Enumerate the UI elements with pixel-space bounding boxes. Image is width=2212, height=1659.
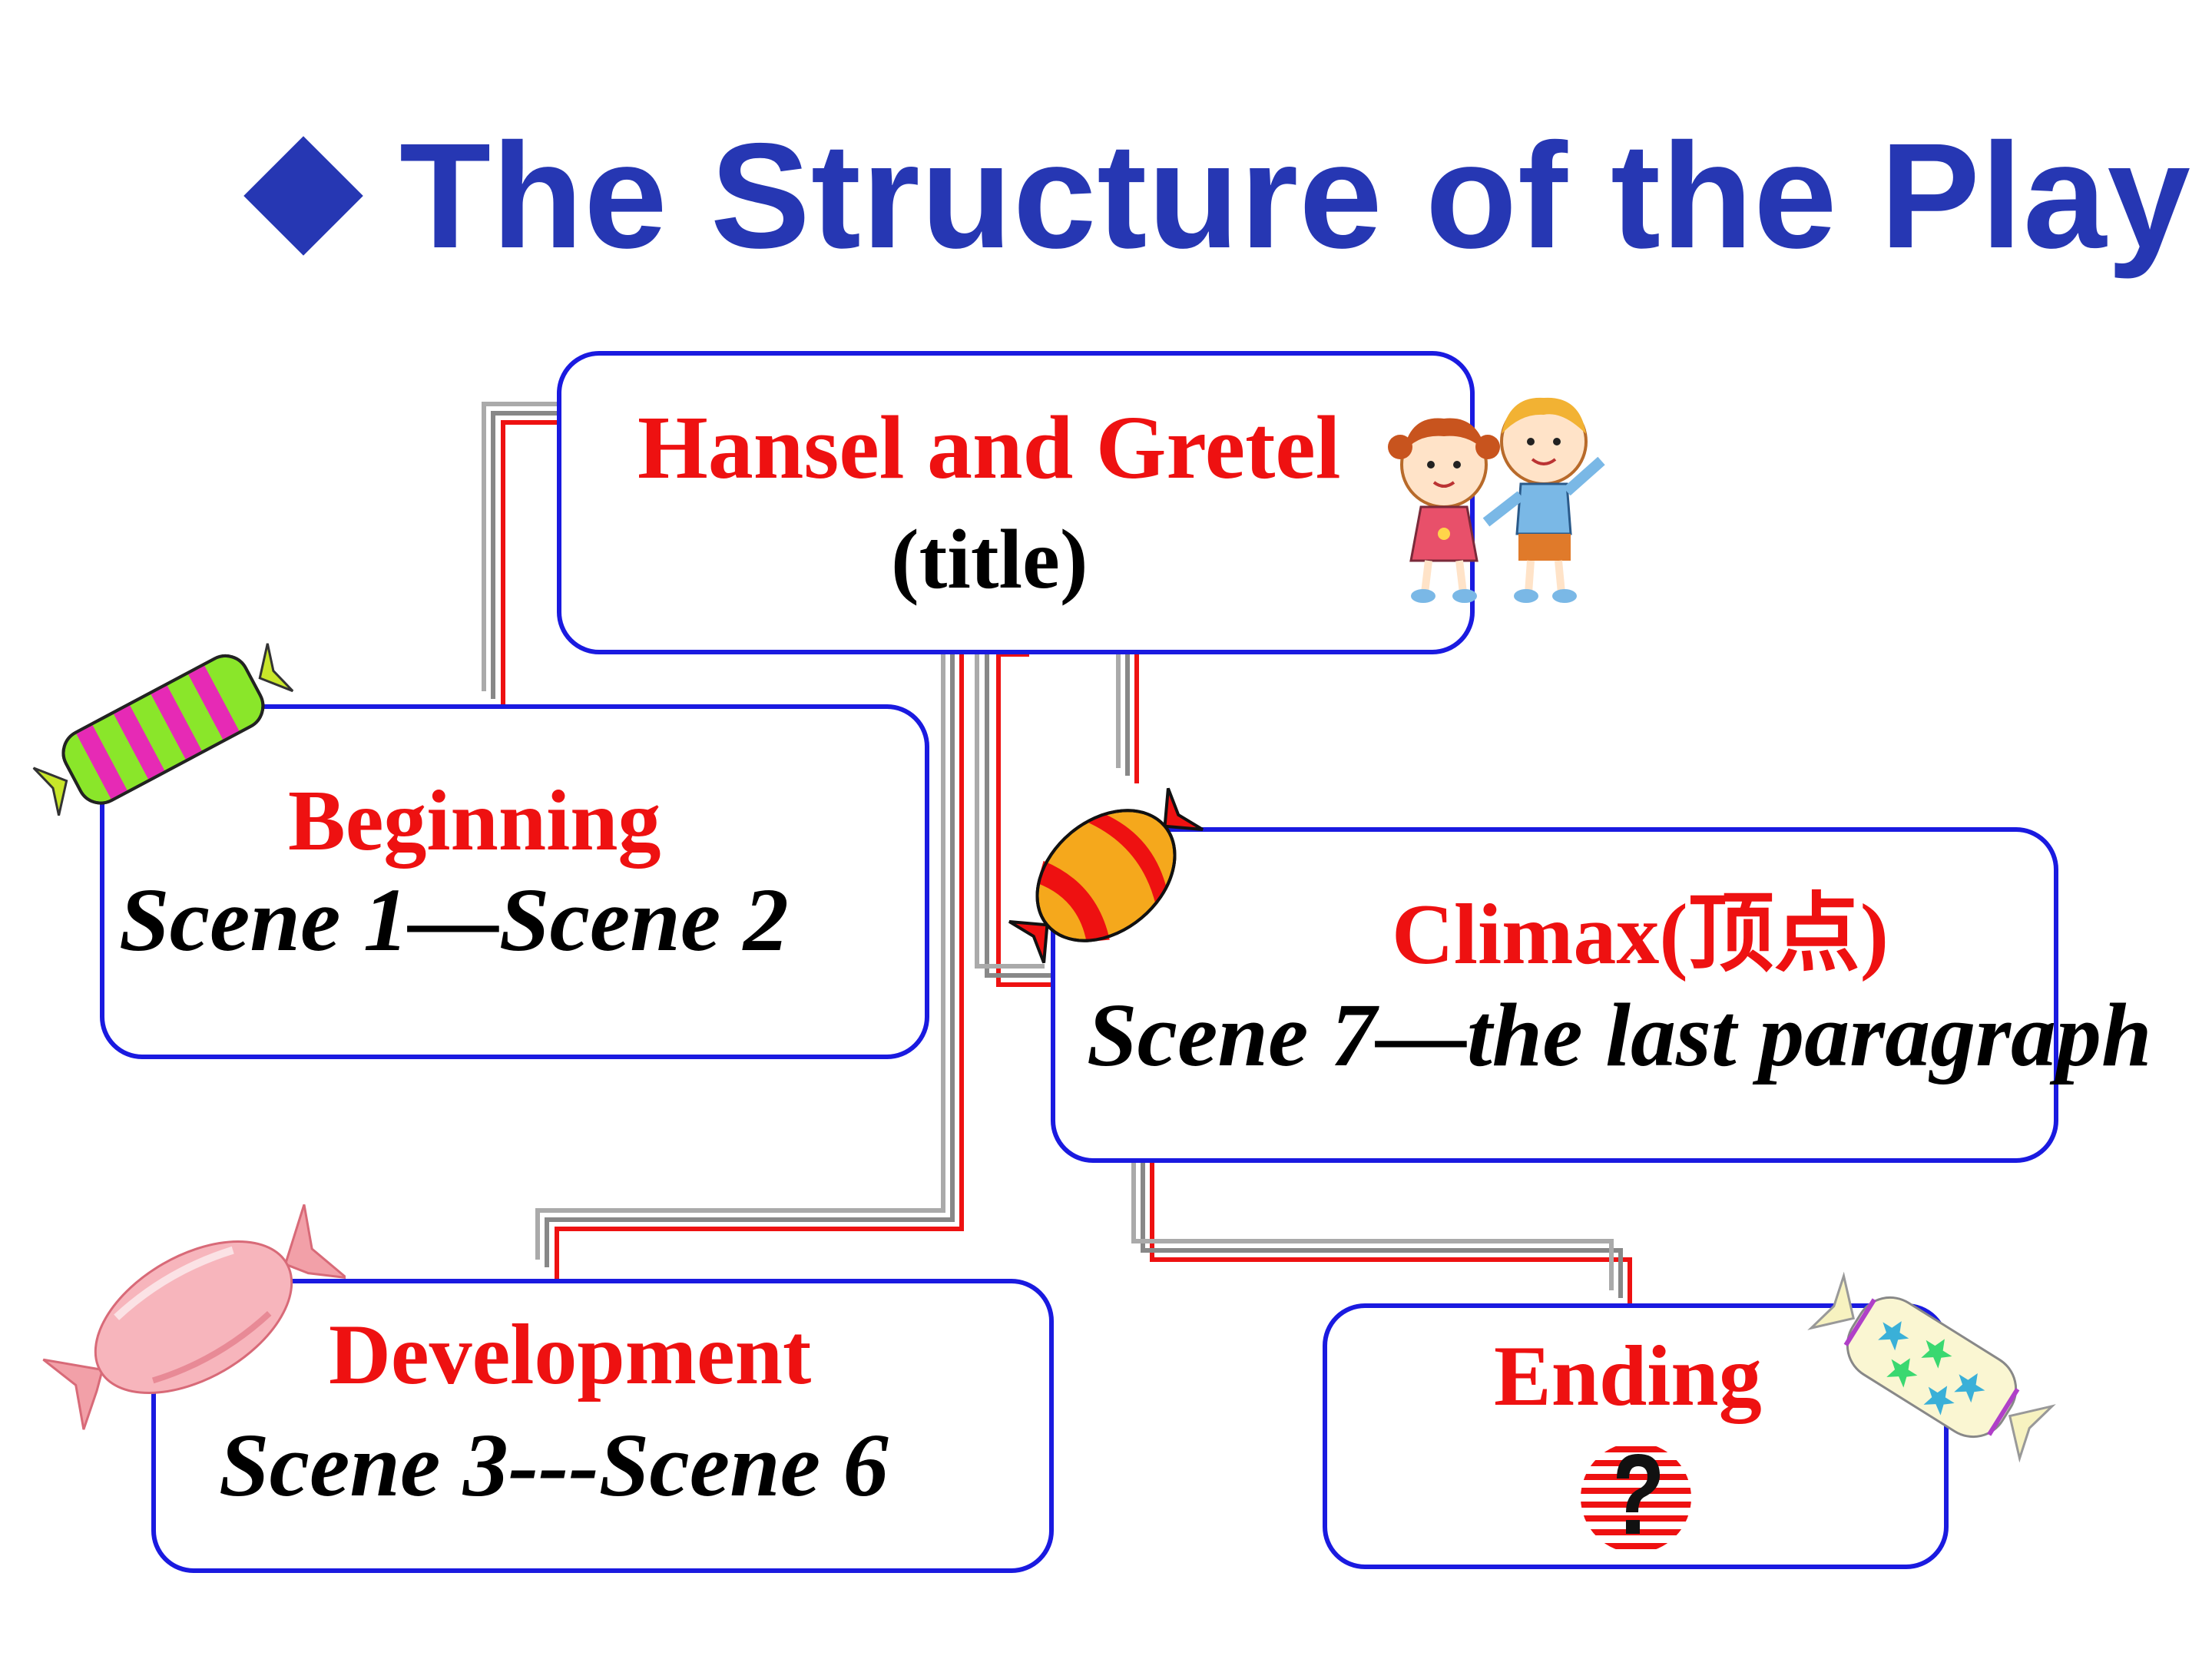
climax-node <box>1051 827 2058 1163</box>
connector-title-climax <box>996 652 1051 987</box>
slide-heading: The Structure of the Play <box>243 108 2191 284</box>
connector-climax-ending <box>1150 1163 1632 1303</box>
pink-candy-icon <box>42 1204 346 1430</box>
connector-title-development <box>555 654 964 1279</box>
climax-label: Climax(顶点) <box>1392 887 1889 982</box>
connector-title-beginning <box>501 420 557 704</box>
climax-range: Scene 7—the last paragraph <box>1087 985 2152 1085</box>
ending-label: Ending <box>1494 1329 1762 1424</box>
star-candy-icon <box>1807 1271 2056 1463</box>
beginning-label: Beginning <box>288 773 661 869</box>
heading-text: The Structure of the Play <box>399 112 2191 280</box>
striped-candy-icon <box>32 643 294 816</box>
development-label: Development <box>329 1307 812 1402</box>
beginning-node <box>100 704 929 1059</box>
play-name-label: Hansel and Gretel <box>637 397 1341 498</box>
development-range: Scene 3---Scene 6 <box>219 1415 889 1515</box>
question-mark-icon <box>1581 1442 1691 1553</box>
title-tag-label: (title) <box>891 512 1088 606</box>
children-illustration <box>1388 397 1605 603</box>
title-node <box>557 351 1475 654</box>
development-node <box>151 1279 1054 1573</box>
red-orange-candy-icon <box>1008 787 1204 964</box>
beginning-range: Scene 1—Scene 2 <box>119 869 789 970</box>
